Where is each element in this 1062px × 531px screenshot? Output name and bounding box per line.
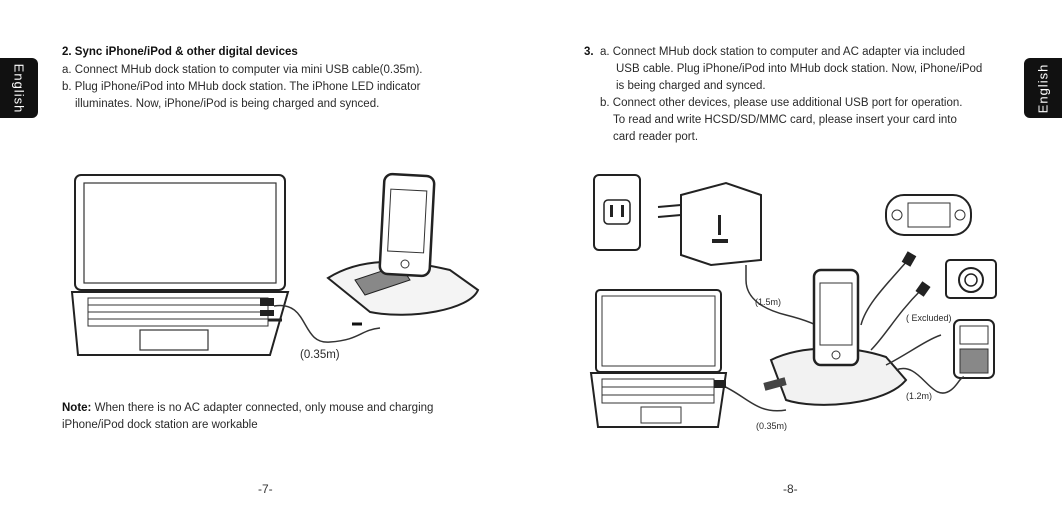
step-b-text-2: To read and write HCSD/SD/MMC card, plea… (613, 114, 957, 126)
note-text-2: iPhone/iPod dock station are workable (62, 419, 258, 431)
page-number-left: -7- (258, 482, 273, 496)
step-a-text-2: USB cable. Plug iPhone/iPod into MHub do… (616, 63, 983, 75)
full-setup-illustration (589, 174, 997, 428)
step-b-text-2: illuminates. Now, iPhone/iPod is being c… (75, 98, 380, 110)
left-page: English 2. Sync iPhone/iPod & other digi… (0, 46, 480, 496)
laptop-dock-illustration (70, 172, 480, 356)
section-heading: 2. Sync iPhone/iPod & other digital devi… (62, 46, 298, 58)
step-a-text: a. Connect MHub dock station to computer… (62, 64, 423, 76)
note-body-1: When there is no AC adapter connected, o… (91, 402, 434, 414)
right-page: English 3. a. Connect MHub dock station … (531, 0, 1062, 531)
language-tab-label: English (1035, 63, 1051, 113)
note-label: Note: (62, 402, 92, 414)
step-a-text-3: is being charged and synced. (616, 80, 766, 92)
step-b-text-1: b. Connect other devices, please use add… (600, 97, 963, 109)
cable-label-1-2m: (1.2m) (906, 391, 933, 401)
language-tab-right: English (1024, 58, 1062, 118)
step-b-text-1: b. Plug iPhone/iPod into MHub dock stati… (62, 81, 421, 93)
cable-label-1-5m: (1.5m) (755, 297, 782, 307)
step-a-text-1: a. Connect MHub dock station to computer… (600, 46, 966, 58)
cable-label-0-35m: (0.35m) (756, 421, 788, 431)
page-number-right: -8- (783, 482, 798, 496)
step-number: 3. (584, 46, 594, 58)
note-text-1: Note: When there is no AC adapter connec… (62, 400, 433, 417)
language-tab-label: English (11, 63, 27, 113)
step-b-text-3: card reader port. (613, 131, 699, 143)
cable-length-label: (0.35m) (300, 349, 340, 361)
excluded-label: ( Excluded) (906, 313, 952, 323)
dock-station-icon (769, 347, 908, 406)
language-tab-left: English (0, 58, 38, 118)
dock-station-icon (326, 260, 480, 316)
